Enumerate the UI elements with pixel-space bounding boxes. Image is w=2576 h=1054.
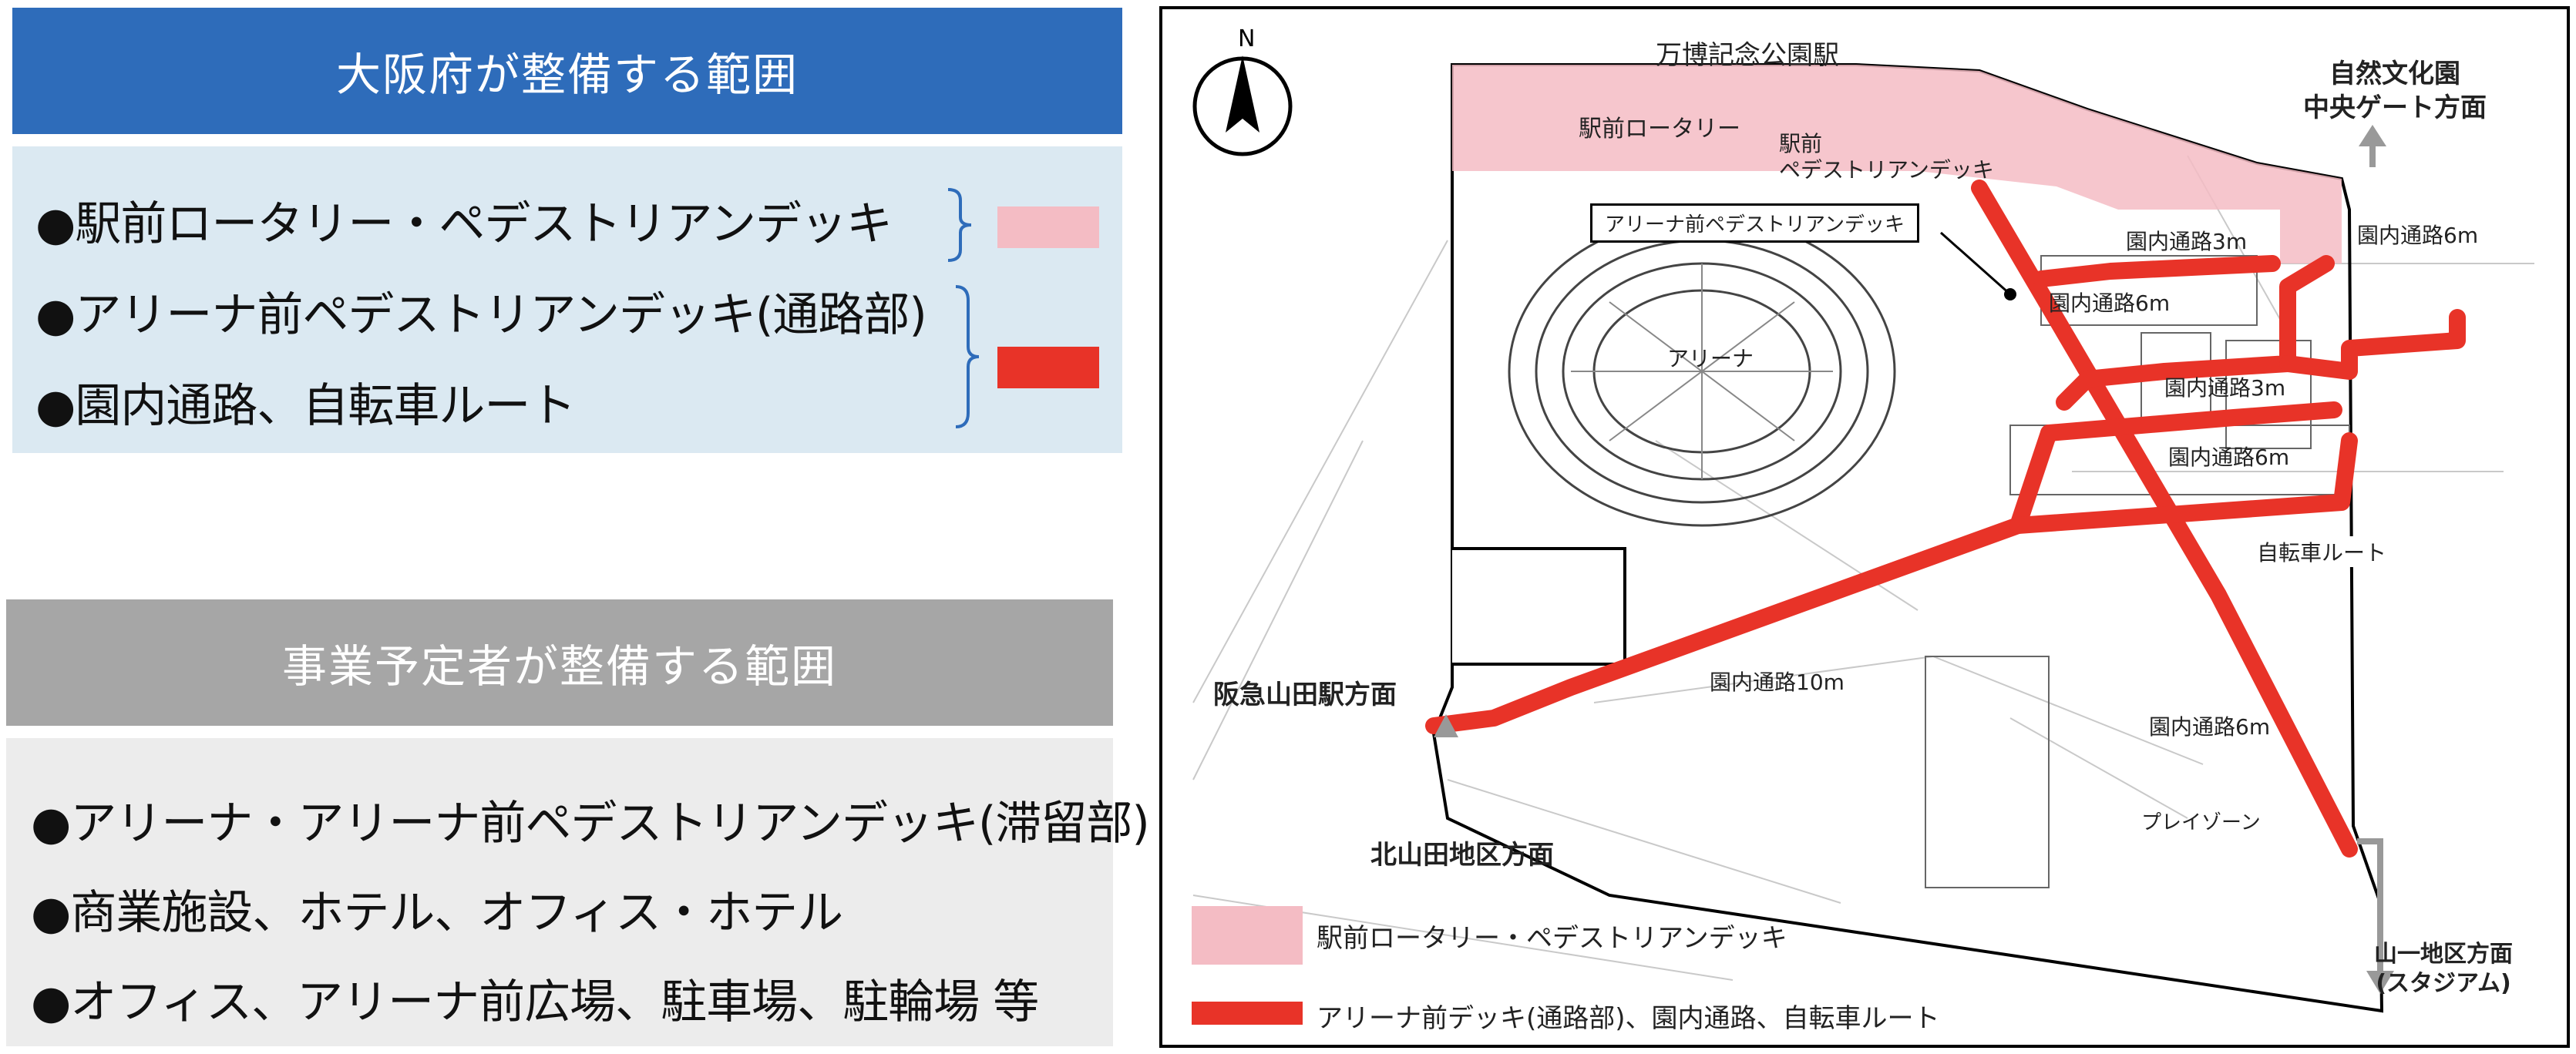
- dir-hankyu-label: 阪急山田駅方面: [1213, 680, 1397, 710]
- pink-swatch: [997, 206, 1099, 248]
- brace-single-icon: [947, 188, 972, 262]
- osaka-panel-title: 大阪府が整備する範囲: [335, 49, 799, 101]
- osaka-item-1: ●駅前ロータリー・ペデストリアンデッキ: [35, 197, 893, 251]
- osaka-item-3: ●園内通路、自転車ルート: [35, 379, 576, 433]
- path-3m-b-label: 園内通路3m: [2164, 375, 2286, 401]
- north-arrow-icon: [1192, 55, 1293, 156]
- business-item-2: ●商業施設、ホテル、オフィス・ホテル: [31, 886, 843, 940]
- bike-route-label: 自転車ルート: [2257, 536, 2387, 567]
- business-panel-header: 事業予定者が整備する範囲: [6, 599, 1113, 726]
- legend-red-label: アリーナ前デッキ(通路部)、園内通路、自転車ルート: [1317, 1003, 1940, 1034]
- path-3m-a-label: 園内通路3m: [2126, 229, 2248, 254]
- legend-red-swatch: [1192, 1002, 1303, 1025]
- business-panel-body: ●アリーナ・アリーナ前ペデストリアンデッキ(滞留部) ●商業施設、ホテル、オフィ…: [6, 738, 1150, 1046]
- site-map: N 万博記念公園駅 駅前ロータリー 駅前 ペデストリアンデッキ アリーナ前ペデス…: [1159, 6, 2570, 1048]
- dir-kitayamada-label: 北山田地区方面: [1370, 840, 1554, 871]
- path-6m-d-label: 園内通路6m: [2149, 714, 2271, 740]
- red-swatch: [997, 347, 1099, 388]
- brace-double-icon: [955, 285, 980, 428]
- station-label: 万博記念公園駅: [1656, 40, 1839, 71]
- legend-pink-swatch: [1192, 906, 1303, 965]
- path-10m-label: 園内通路10m: [1710, 670, 1845, 695]
- arena-deck-label: アリーナ前ペデストリアンデッキ: [1590, 203, 1919, 243]
- business-panel-title: 事業予定者が整備する範囲: [281, 640, 837, 693]
- osaka-panel-body: ●駅前ロータリー・ペデストリアンデッキ ●アリーナ前ペデストリアンデッキ(通路部…: [12, 146, 1122, 453]
- play-zone-label: プレイゾーン: [2141, 811, 2261, 834]
- site-map-drawing: N: [1192, 25, 2534, 1025]
- legend-pink-label: 駅前ロータリー・ペデストリアンデッキ: [1317, 923, 1787, 954]
- north-label: N: [1238, 25, 1255, 52]
- dir-nature-label: 自然文化園 中央ゲート方面: [2303, 59, 2487, 123]
- business-item-1: ●アリーナ・アリーナ前ペデストリアンデッキ(滞留部): [31, 797, 1150, 851]
- dir-yamaichi-label: 山一地区方面 (スタジアム): [2374, 941, 2513, 997]
- osaka-panel-header: 大阪府が整備する範囲: [12, 8, 1122, 134]
- rotary-label: 駅前ロータリー: [1579, 116, 1740, 143]
- path-6m-c-label: 園内通路6m: [2168, 445, 2290, 470]
- deck-label: 駅前 ペデストリアンデッキ: [1779, 131, 1994, 183]
- path-6m-a-label: 園内通路6m: [2357, 223, 2479, 248]
- osaka-item-2: ●アリーナ前ペデストリアンデッキ(通路部): [35, 288, 927, 342]
- arena-label: アリーナ: [1667, 346, 1754, 371]
- business-item-3: ●オフィス、アリーナ前広場、駐車場、駐輪場 等: [31, 975, 1039, 1029]
- path-6m-b-label: 園内通路6m: [2049, 290, 2171, 316]
